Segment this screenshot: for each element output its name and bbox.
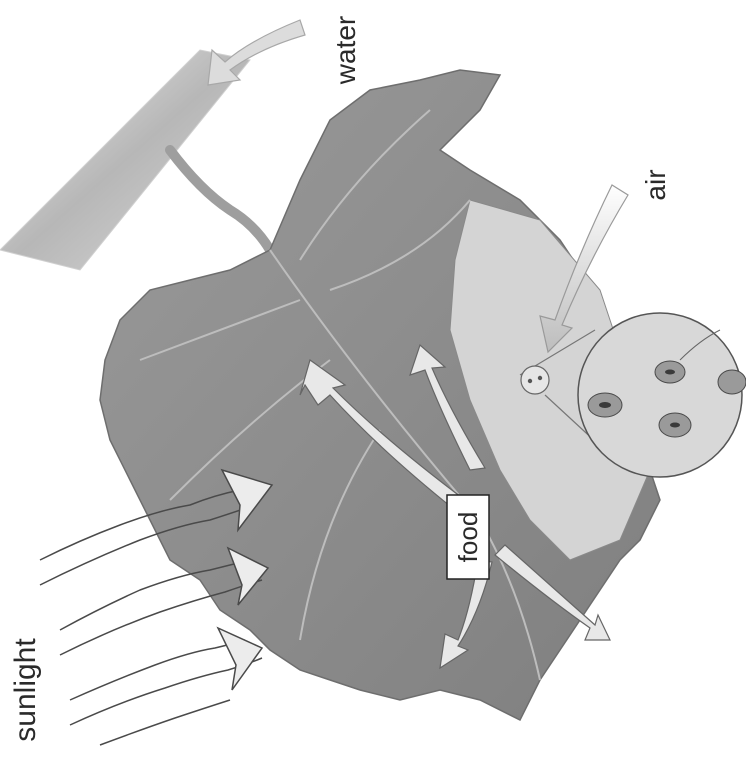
water-arrow [208, 20, 305, 85]
sunlight-label: sunlight [9, 638, 42, 742]
food-label: food [453, 512, 483, 563]
water-label: water [330, 16, 361, 85]
petiole [170, 150, 270, 250]
air-label: air [640, 169, 671, 200]
